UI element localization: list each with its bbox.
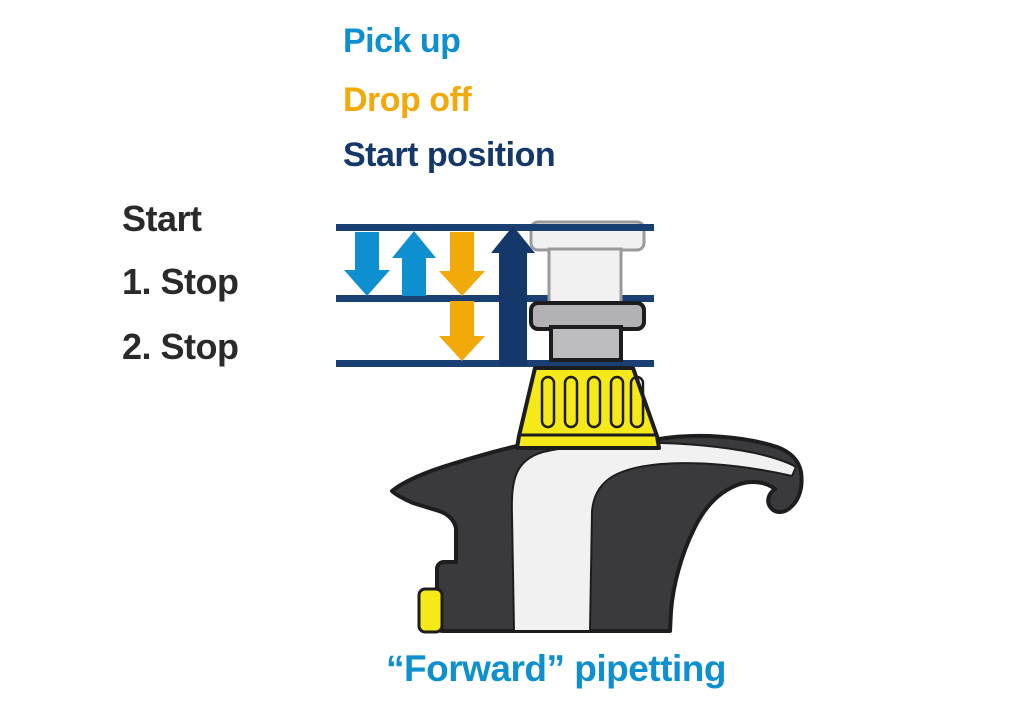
drop-off-upper-arrow-icon xyxy=(439,232,485,296)
pipette-grip-stripe xyxy=(510,441,798,632)
legend-drop-off: Drop off xyxy=(343,81,472,119)
knob-ridge xyxy=(563,375,579,429)
knob-ridge xyxy=(540,375,556,429)
knob-ridge xyxy=(586,375,602,429)
figure-caption: “Forward” pipetting xyxy=(386,648,726,689)
drop-off-lower-arrow-icon xyxy=(439,301,485,361)
legend-pick-up: Pick up xyxy=(343,22,461,60)
label-first-stop: 1. Stop xyxy=(122,261,239,302)
legend-start-position: Start position xyxy=(343,136,556,174)
label-second-stop: 2. Stop xyxy=(122,326,239,367)
label-start: Start xyxy=(122,198,202,239)
start-position-arrow-icon xyxy=(491,226,535,366)
pick-up-down-arrow-icon xyxy=(344,232,390,296)
ejector-button xyxy=(417,587,444,634)
knob-ridge xyxy=(609,375,625,429)
plunger-collar-stem xyxy=(549,325,623,362)
knob-ridge xyxy=(629,375,645,429)
first-stop-line xyxy=(336,295,654,302)
second-stop-line xyxy=(336,360,654,367)
plunger-button-stem xyxy=(547,247,623,309)
pipette-body xyxy=(390,433,804,633)
start-line xyxy=(336,224,654,231)
pick-up-up-arrow-icon xyxy=(392,231,436,296)
